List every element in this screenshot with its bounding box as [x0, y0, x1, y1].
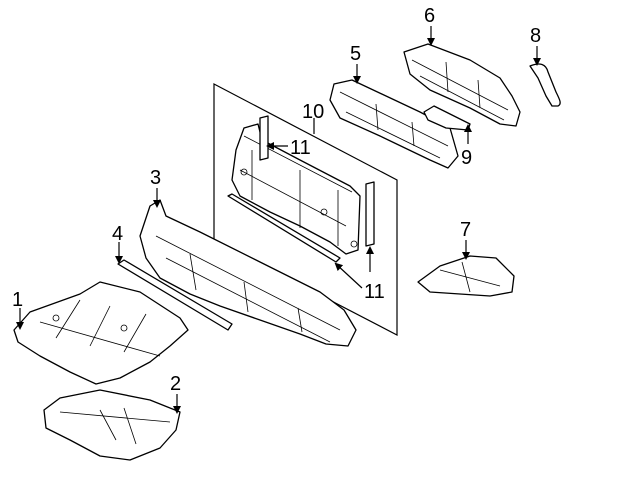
part-11-seal-lower [227, 193, 341, 263]
part-2-splash-shield [43, 389, 181, 461]
part-8-hose [529, 63, 561, 107]
callout-1: 1 [12, 289, 23, 311]
leader-11c [334, 262, 363, 289]
callout-11-upper: 11 [290, 137, 311, 159]
callout-8: 8 [530, 25, 541, 47]
part-11-strip-right [365, 181, 375, 247]
part-7-deflector [417, 255, 515, 297]
callout-2: 2 [170, 373, 181, 395]
callout-labels: 1 2 3 4 5 6 7 8 9 10 11 11 [12, 5, 541, 395]
part-11-strip-upper [259, 115, 269, 161]
callout-4: 4 [112, 223, 123, 245]
callout-6: 6 [424, 5, 435, 27]
part-3-crossmember [139, 199, 357, 347]
callout-9: 9 [461, 147, 472, 169]
callout-11-lower: 11 [364, 281, 385, 303]
part-6-frame [403, 43, 521, 127]
leader-lines [16, 26, 541, 414]
callout-3: 3 [150, 167, 161, 189]
part-1-lower-shield [13, 281, 189, 385]
callout-10: 10 [302, 101, 324, 123]
callout-5: 5 [350, 43, 361, 65]
part-5-air-duct [329, 79, 459, 169]
callout-7: 7 [460, 219, 471, 241]
